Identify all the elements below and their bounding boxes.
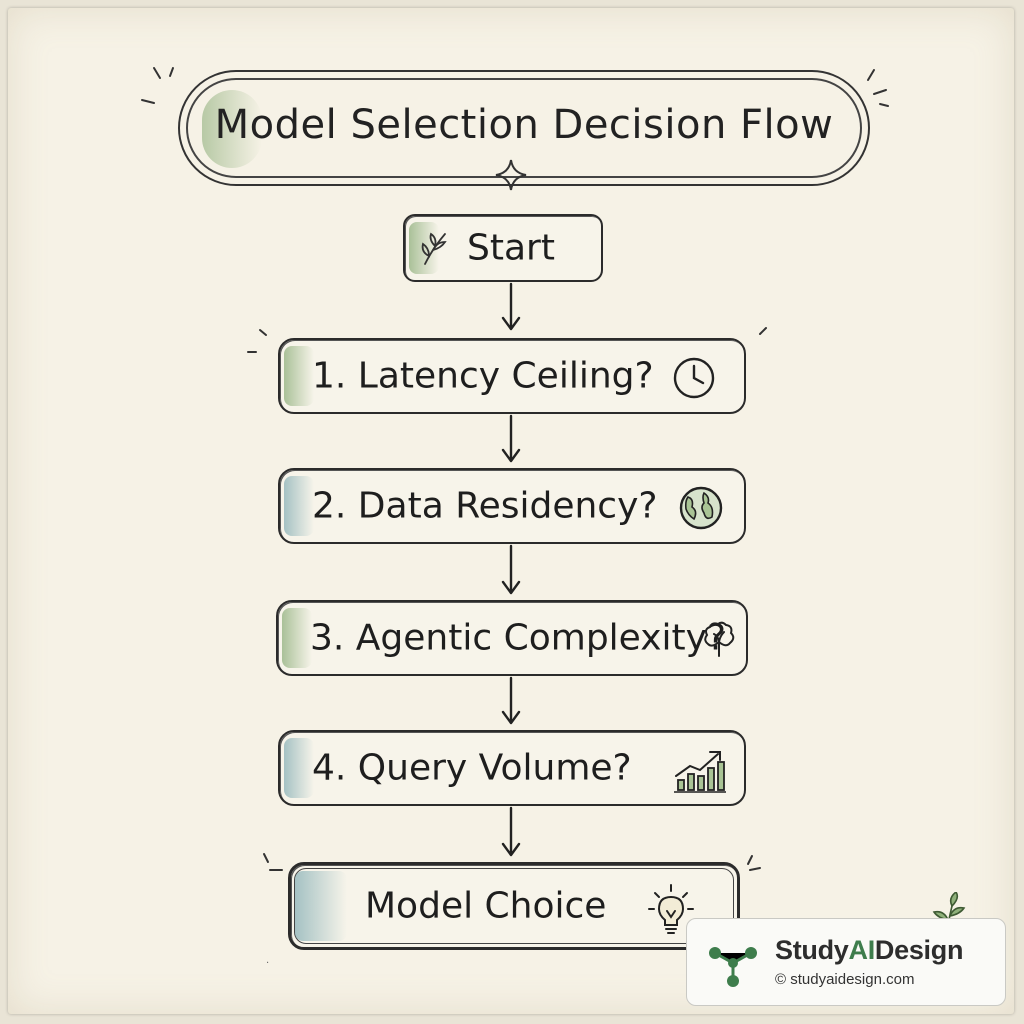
end-inner-border bbox=[294, 868, 734, 944]
step-agentic-node: 3. Agentic Complexity? bbox=[276, 600, 748, 676]
globe-icon bbox=[679, 486, 723, 530]
arrow-step1-to-step2 bbox=[501, 414, 521, 463]
molecule-logo-icon bbox=[709, 947, 757, 987]
node-wash bbox=[282, 608, 312, 668]
step-residency-node: 2. Data Residency? bbox=[278, 468, 746, 544]
node-wash bbox=[284, 476, 314, 536]
step-volume-label: 4. Query Volume? bbox=[312, 747, 632, 789]
step-agentic-label: 3. Agentic Complexity? bbox=[310, 617, 727, 659]
title-inner-border bbox=[186, 78, 862, 178]
paper-speck: · bbox=[266, 958, 270, 969]
lightbulb-icon bbox=[648, 884, 694, 934]
arrow-start-to-step1 bbox=[501, 282, 521, 331]
brand-badge: StudyAIDesign © studyaidesign.com bbox=[686, 918, 1006, 1006]
arrow-step3-to-step4 bbox=[501, 676, 521, 725]
step-volume-node: 4. Query Volume? bbox=[278, 730, 746, 806]
step-latency-node: 1. Latency Ceiling? bbox=[278, 338, 746, 414]
step-residency-label: 2. Data Residency? bbox=[312, 485, 658, 527]
node-wash bbox=[284, 738, 314, 798]
sparkle-star-icon bbox=[495, 159, 527, 191]
sparkle-marks bbox=[141, 67, 889, 871]
start-node: Start bbox=[403, 214, 603, 282]
brand-name-accent: AI bbox=[848, 935, 876, 965]
bar-chart-up-icon bbox=[674, 751, 726, 793]
step-latency-label: 1. Latency Ceiling? bbox=[312, 355, 654, 397]
brand-name-prefix: Study bbox=[775, 935, 849, 965]
brain-icon bbox=[704, 621, 735, 657]
flow-arrows bbox=[501, 282, 521, 857]
brand-name-suffix: Design bbox=[874, 935, 964, 965]
node-wash bbox=[284, 346, 314, 406]
paper-background: Model Selection Decision Flow Start 1. L… bbox=[8, 8, 1014, 1014]
node-wash bbox=[295, 871, 347, 941]
start-label: Start bbox=[467, 227, 555, 269]
arrow-step4-to-end bbox=[501, 806, 521, 857]
leaf-icon bbox=[421, 232, 447, 265]
page-title: Model Selection Decision Flow bbox=[214, 102, 834, 148]
title-banner: Model Selection Decision Flow bbox=[178, 70, 870, 186]
model-choice-node: Model Choice bbox=[288, 862, 740, 950]
arrow-step2-to-step3 bbox=[501, 544, 521, 595]
clock-icon bbox=[673, 357, 715, 399]
brand-name: StudyAIDesign bbox=[775, 935, 963, 966]
model-choice-label: Model Choice bbox=[365, 885, 607, 927]
brand-url: © studyaidesign.com bbox=[775, 971, 915, 988]
